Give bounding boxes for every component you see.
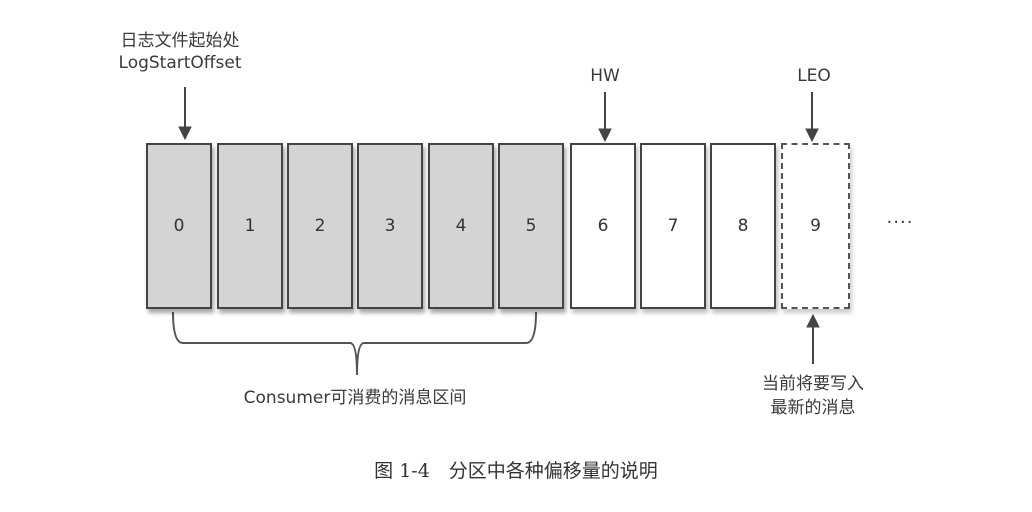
offset-cell-label: 6 — [597, 216, 609, 236]
next-write-line1: 当前将要写入 — [762, 374, 864, 394]
offset-cell-1: 1 — [217, 143, 283, 309]
hw-label: HW — [590, 66, 620, 86]
offset-cell-6: 6 — [570, 143, 636, 309]
offset-cell-9: 9 — [781, 143, 850, 309]
leo-arrow-icon — [805, 92, 819, 143]
offset-cell-label: 0 — [173, 216, 185, 236]
offset-cell-7: 7 — [640, 143, 706, 309]
offset-cell-label: 4 — [455, 216, 467, 236]
offset-cell-0: 0 — [146, 143, 212, 309]
offset-cell-label: 5 — [525, 216, 537, 236]
offset-cell-label: 9 — [810, 216, 821, 236]
consumer-range-brace — [172, 311, 537, 376]
next-write-label: 当前将要写入 最新的消息 — [733, 372, 893, 420]
offset-cell-5: 5 — [498, 143, 564, 309]
offset-cell-3: 3 — [357, 143, 423, 309]
offset-cell-8: 8 — [710, 143, 776, 309]
log-start-label-en: LogStartOffset — [118, 53, 242, 73]
offset-cell-label: 7 — [667, 216, 679, 236]
leo-label: LEO — [797, 66, 831, 86]
log-start-label-cn: 日志文件起始处 — [120, 31, 240, 51]
offset-cell-4: 4 — [428, 143, 494, 309]
log-start-label: 日志文件起始处 LogStartOffset — [100, 30, 260, 74]
offset-cell-2: 2 — [287, 143, 353, 309]
figure-caption: 图 1-4 分区中各种偏移量的说明 — [374, 460, 658, 482]
next-write-line2: 最新的消息 — [770, 398, 856, 418]
offset-cell-label: 3 — [384, 216, 396, 236]
next-write-arrow-icon — [806, 313, 820, 364]
offset-cell-label: 2 — [314, 216, 326, 236]
hw-arrow-icon — [598, 92, 612, 143]
offset-cell-label: 8 — [737, 216, 749, 236]
ellipsis: ···· — [886, 212, 914, 233]
consumer-range-label: Consumer可消费的消息区间 — [243, 388, 467, 408]
log-start-arrow-icon — [178, 87, 192, 141]
offset-cell-label: 1 — [244, 216, 256, 236]
